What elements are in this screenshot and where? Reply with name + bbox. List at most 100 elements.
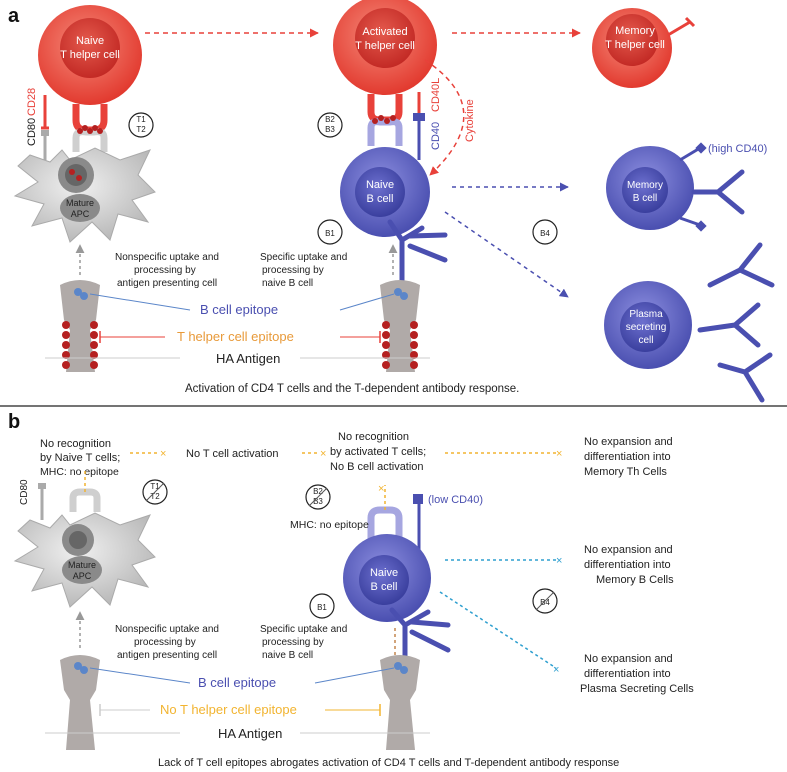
b-nonspecific-3: antigen presenting cell: [117, 650, 217, 661]
naive-b-cell-b: Naive B cell: [343, 534, 431, 622]
b-no-exp-th-2: differentiation into: [584, 451, 671, 463]
b-no-exp-plasma-2: differentiation into: [584, 668, 671, 680]
b-no-exp-mb-2: differentiation into: [584, 559, 671, 571]
svg-text:×: ×: [378, 483, 384, 495]
b-naive-b-label-2: B cell: [371, 581, 398, 593]
b-no-t-activation: No T cell activation: [186, 448, 279, 460]
b-low-cd40: (low CD40): [428, 494, 483, 506]
svg-text:×: ×: [320, 448, 326, 460]
b-mhc-no-epitope: MHC: no epitope: [290, 519, 369, 531]
panel-a: a Naive T helper cell CD80 CD28 T1 T2: [8, 0, 775, 403]
svg-text:×: ×: [160, 448, 166, 460]
b-no-exp-th-1: No expansion and: [584, 436, 673, 448]
memory-b-label-2: B cell: [633, 193, 657, 204]
ha-antigen-left: [60, 280, 100, 372]
cd28-label: CD28: [26, 88, 38, 116]
b-no-recog-naive-2: by Naive T cells;: [40, 452, 120, 464]
memory-b-label-1: Memory: [627, 180, 663, 191]
b-b-cell-epitope: B cell epitope: [198, 675, 276, 690]
b-specific-3: naive B cell: [262, 650, 313, 661]
plasma-label-2: secreting: [626, 322, 667, 333]
plasma-label-1: Plasma: [629, 309, 663, 320]
a-nonspecific-1: Nonspecific uptake and: [115, 252, 219, 263]
svg-text:B1: B1: [317, 603, 327, 612]
b-ha-antigen-left: [60, 655, 100, 750]
b-no-exp-plasma-3: Plasma Secreting Cells: [580, 683, 694, 695]
cytokine-arrow: [424, 59, 465, 176]
badge-b1: B1: [317, 219, 343, 245]
b-bcr-antibody: [389, 607, 451, 673]
svg-text:T2: T2: [136, 125, 146, 134]
b-apc-label-1: Mature: [68, 560, 96, 570]
svg-text:×: ×: [553, 664, 559, 676]
high-cd40-label: (high CD40): [708, 143, 767, 155]
a-b-cell-epitope: B cell epitope: [200, 302, 278, 317]
plasma-cell: Plasma secreting cell: [604, 281, 692, 369]
memory-t-label-1: Memory: [615, 25, 655, 37]
a-nonspecific-2: processing by: [134, 265, 196, 276]
svg-text:T1: T1: [136, 115, 146, 124]
svg-text:×: ×: [556, 555, 562, 567]
mhc-ii-b-cell: [367, 118, 403, 146]
b-no-recog-act-1: No recognition: [338, 431, 409, 443]
panel-b-letter: b: [8, 411, 20, 433]
badge-b4: B4: [532, 219, 558, 245]
b-apc-label-2: APC: [73, 571, 92, 581]
a-caption: Activation of CD4 T cells and the T-depe…: [185, 383, 519, 395]
a-ha-antigen: HA Antigen: [216, 351, 280, 366]
naive-t-label-2: T helper cell: [60, 49, 120, 61]
bcr-antibody: [387, 219, 448, 293]
b-caption: Lack of T cell epitopes abrogates activa…: [158, 757, 619, 769]
apc-label-1: Mature: [66, 198, 94, 208]
tcr-receptor: [72, 104, 108, 134]
b-no-t-epitope: No T helper cell epitope: [160, 702, 297, 717]
memory-t-helper-cell: Memory T helper cell: [592, 8, 672, 88]
secreted-antibodies: [697, 242, 775, 403]
b-ha-antigen-right: [380, 655, 420, 750]
ha-antigen-right: [380, 280, 420, 372]
svg-text:×: ×: [556, 448, 562, 460]
cd80-label: CD80: [26, 118, 38, 146]
b-no-recog-naive-1: No recognition: [40, 438, 111, 450]
memory-t-label-2: T helper cell: [605, 39, 665, 51]
svg-text:B4: B4: [540, 229, 550, 238]
naive-b-label-2: B cell: [367, 193, 394, 205]
memory-b-antibody: [691, 169, 745, 215]
b-no-recog-naive-3: MHC: no epitope: [40, 466, 119, 478]
b-no-recog-act-3: No B cell activation: [330, 461, 424, 473]
b-nonspecific-2: processing by: [134, 637, 196, 648]
b-no-recog-act-2: by activated T cells;: [330, 446, 426, 458]
b-specific-1: Specific uptake and: [260, 624, 347, 635]
a-specific-2: processing by: [262, 265, 324, 276]
cd40-label: CD40: [430, 122, 442, 150]
activated-t-label-2: T helper cell: [355, 40, 415, 52]
svg-text:B3: B3: [325, 125, 335, 134]
plasma-label-3: cell: [638, 335, 653, 346]
b-no-exp-th-3: Memory Th Cells: [584, 466, 667, 478]
naive-t-label-1: Naive: [76, 35, 104, 47]
activated-t-helper-cell: Activated T helper cell: [333, 0, 437, 95]
b-no-exp-plasma-1: No expansion and: [584, 653, 673, 665]
a-specific-1: Specific uptake and: [260, 252, 347, 263]
badge-b2-b3-crossed: B2 B3: [305, 484, 331, 510]
naive-b-label-1: Naive: [366, 179, 394, 191]
cd40l-label: CD40L: [430, 78, 442, 112]
cd40-receptor: [413, 113, 425, 121]
a-specific-3: naive B cell: [262, 278, 313, 289]
svg-text:B4: B4: [540, 598, 550, 607]
svg-text:B2: B2: [325, 115, 335, 124]
peptide-chain: [77, 125, 103, 134]
arrow-to-plasma: [444, 211, 569, 298]
svg-text:B2: B2: [313, 487, 323, 496]
badge-b2-b3: B2 B3: [317, 112, 343, 138]
svg-text:B1: B1: [325, 229, 335, 238]
b-specific-2: processing by: [262, 637, 324, 648]
b-no-exp-mb-3: Memory B Cells: [596, 574, 674, 586]
panel-a-letter: a: [8, 5, 20, 27]
cytokine-label: Cytokine: [464, 99, 476, 142]
svg-text:T2: T2: [150, 492, 160, 501]
b-cd80-label: CD80: [19, 479, 30, 505]
badge-b1-b: B1: [309, 593, 335, 619]
b-nonspecific-1: Nonspecific uptake and: [115, 624, 219, 635]
activated-t-label-1: Activated: [362, 26, 407, 38]
